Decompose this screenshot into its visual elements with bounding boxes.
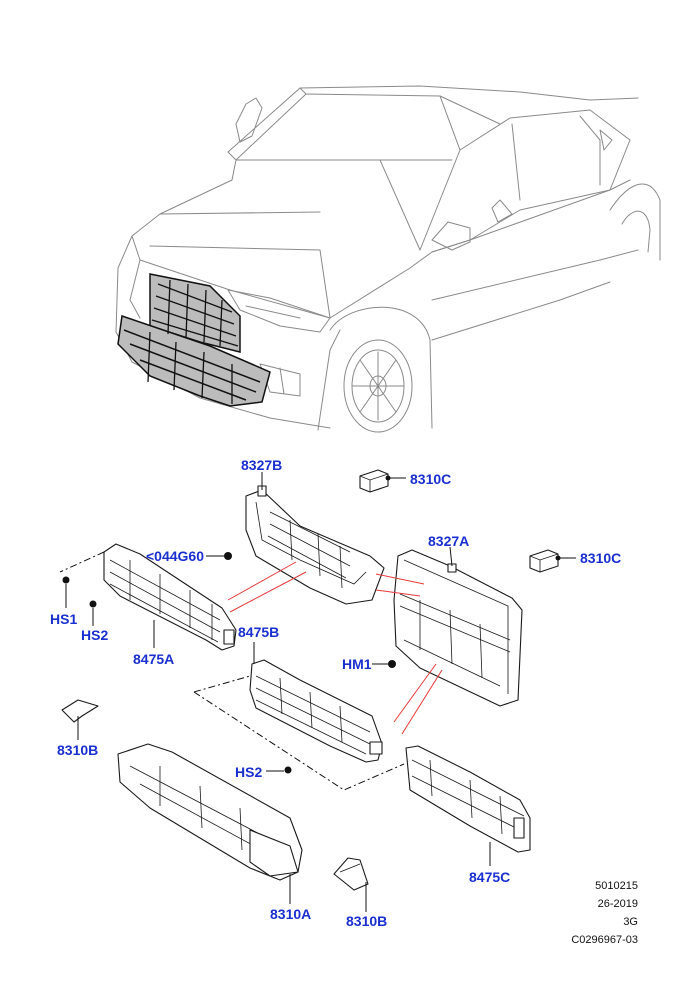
assembly-dash-lines: [59, 551, 405, 791]
grille-highlight: [117, 273, 271, 407]
doc-code-3: 3G: [623, 916, 638, 928]
label-hs2-mid: HS2: [235, 764, 262, 780]
vehicle-outline-illustration: [115, 85, 661, 433]
label-hm1: HM1: [342, 656, 372, 672]
label-8310b-bottom: 8310B: [346, 913, 387, 929]
part-8310a-carrier: [117, 743, 303, 881]
part-8310b-left-bracket: [61, 699, 99, 723]
label-044g60: <044G60: [146, 548, 204, 564]
label-8310c-right: 8310C: [580, 550, 621, 566]
label-8327a: 8327A: [428, 533, 469, 549]
part-8327a-shutter-frame: [393, 549, 523, 707]
part-8310b-bottom-bracket: [333, 857, 369, 891]
part-8327b-shutter-frame: [245, 485, 385, 605]
red-connection-lines: [227, 561, 443, 735]
label-8475b: 8475B: [238, 624, 279, 640]
label-hs2-left: HS2: [81, 627, 108, 643]
part-8475a-active-shutter: [103, 543, 237, 651]
doc-code-4: C0296967-03: [571, 934, 638, 946]
label-hs1: HS1: [50, 611, 77, 627]
label-8310b-left: 8310B: [57, 742, 98, 758]
part-8475b-active-shutter: [249, 659, 383, 763]
part-labels: 8327B 8310C <044G60 8327A 8310C HS1 HS2 …: [50, 457, 621, 929]
fasteners: [62, 475, 561, 774]
label-8475a: 8475A: [133, 651, 174, 667]
part-8310c-top-bracket: [359, 469, 389, 493]
label-8475c: 8475C: [469, 869, 510, 885]
leader-lines: [65, 472, 576, 912]
label-8310c-top: 8310C: [410, 471, 451, 487]
doc-code-1: 5010215: [595, 880, 638, 892]
part-8475c-active-shutter: [405, 745, 531, 853]
label-8327b: 8327B: [241, 457, 282, 473]
part-8310c-right-bracket: [529, 549, 559, 573]
doc-code-2: 26-2019: [597, 898, 638, 910]
label-8310a: 8310A: [270, 906, 311, 922]
